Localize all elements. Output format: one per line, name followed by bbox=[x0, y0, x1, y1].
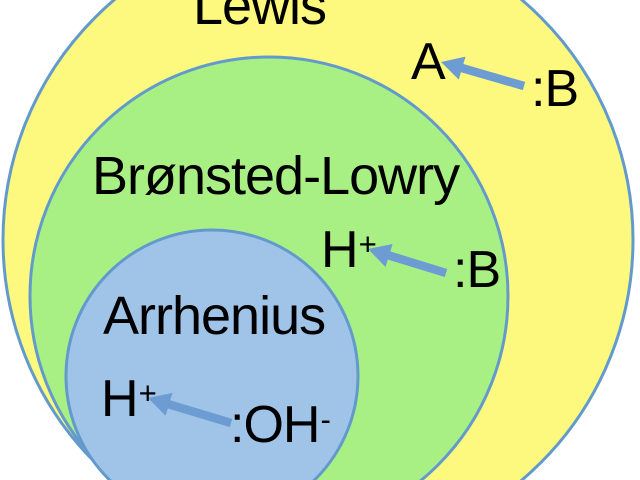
lewis-acid-label: A bbox=[411, 36, 446, 88]
arrhenius-acid-text: H bbox=[101, 370, 139, 428]
arrhenius-label: Arrhenius bbox=[103, 286, 326, 346]
bronsted-base-label: :B bbox=[453, 244, 501, 296]
lewis-arrow-icon bbox=[441, 56, 526, 91]
lewis-base-text: :B bbox=[531, 60, 579, 118]
arrhenius-circle bbox=[64, 228, 360, 480]
lewis-base-label: :B bbox=[531, 63, 579, 115]
arrhenius-acid-superscript: + bbox=[138, 375, 157, 411]
arrhenius-arrow-icon bbox=[148, 392, 233, 428]
bronsted-acid-superscript: + bbox=[358, 226, 377, 262]
bronsted-acid-label: H+ bbox=[321, 224, 377, 276]
arrhenius-base-label: :OH- bbox=[230, 399, 331, 451]
lewis-label: Lewis bbox=[193, 0, 327, 36]
bronsted-acid-text: H bbox=[321, 221, 359, 279]
lewis-acid-text: A bbox=[411, 33, 446, 91]
arrhenius-base-superscript: - bbox=[320, 401, 331, 437]
bronsted-base-text: :B bbox=[453, 241, 501, 299]
bronsted-lowry-label: Brønsted-Lowry bbox=[92, 146, 460, 206]
arrhenius-base-text: :OH bbox=[230, 396, 320, 454]
bronsted-arrow-icon bbox=[368, 244, 448, 278]
arrhenius-acid-label: H+ bbox=[101, 373, 157, 425]
